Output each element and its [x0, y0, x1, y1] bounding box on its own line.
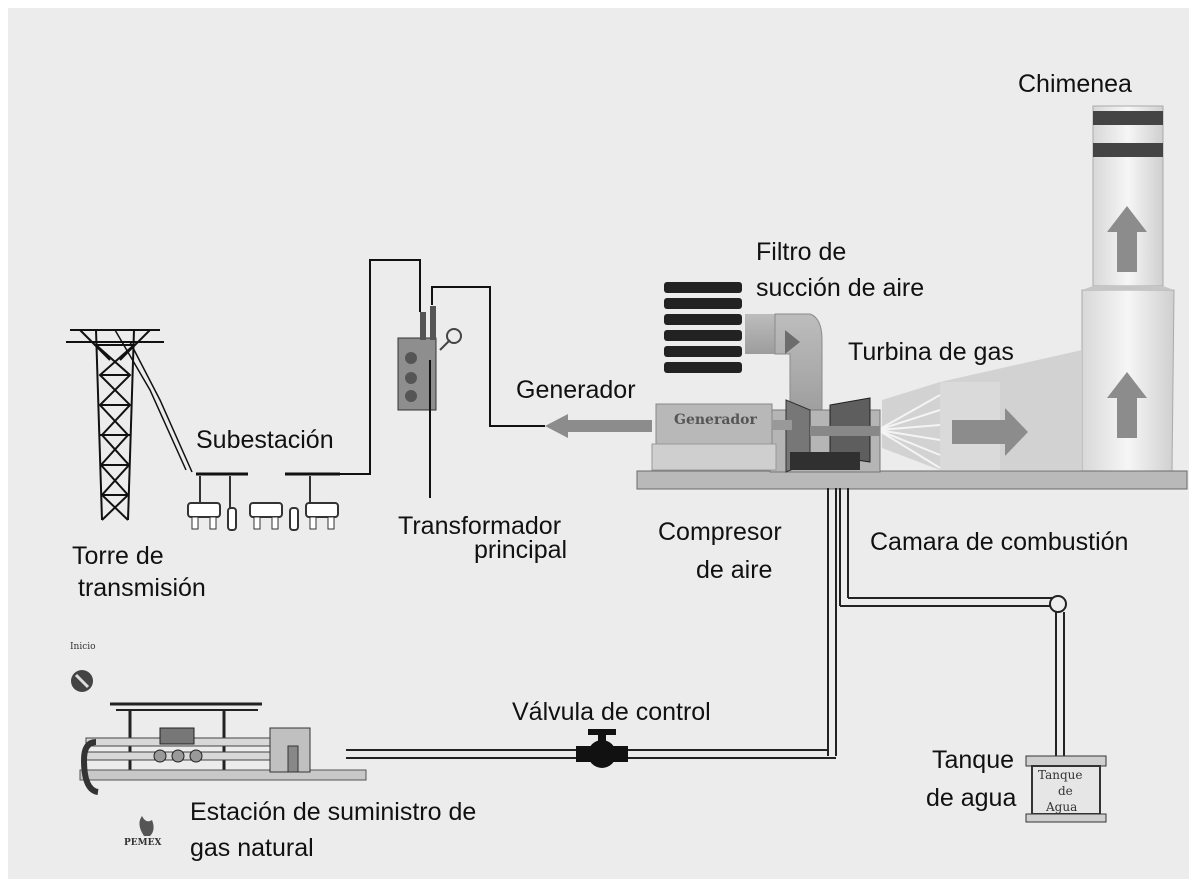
label-compresor-line1: Compresor	[658, 518, 782, 546]
label-torre-line1: Torre de	[72, 542, 164, 570]
label-estacion-line1: Estación de suministro de	[190, 798, 477, 826]
exhaust-arrow-up-icon	[1107, 372, 1147, 438]
water-pipes	[827, 488, 1065, 760]
pemex-logo	[139, 816, 154, 836]
generator-unit	[651, 403, 792, 471]
label-tanque-line1: Tanque	[932, 746, 1015, 774]
label-turbina: Turbina de gas	[848, 338, 1014, 366]
label-chimenea: Chimenea	[1018, 70, 1132, 98]
power-arrow-icon	[545, 414, 652, 438]
label-filtro-line2: succión de aire	[756, 274, 925, 302]
plant-platform	[636, 470, 1188, 490]
generator-box-label: Generador	[674, 412, 757, 428]
label-valvula: Válvula de control	[512, 698, 711, 726]
tank-text-line1: Tanque	[1038, 768, 1083, 782]
transmission-tower	[66, 329, 193, 521]
label-filtro-line1: Filtro de	[756, 238, 847, 266]
pipe-elbow	[1049, 595, 1067, 613]
water-tank	[1025, 755, 1107, 823]
exhaust-diffuser	[877, 350, 1082, 470]
label-torre-line2: transmisión	[78, 574, 206, 602]
air-arrow-icon	[785, 330, 800, 354]
gas-turbine	[769, 397, 881, 473]
inicio-label: Inicio	[70, 642, 96, 652]
chimney-stack	[1081, 105, 1175, 473]
substation	[187, 472, 340, 531]
label-estacion-line2: gas natural	[190, 834, 314, 862]
exhaust-arrow-up-icon	[1107, 206, 1147, 272]
label-transformador-line1: Transformador	[398, 512, 562, 540]
label-compresor-line2: de aire	[696, 556, 773, 584]
control-valve	[576, 729, 628, 768]
air-intake-filter	[664, 282, 823, 421]
gas-supply-station	[79, 702, 367, 795]
tank-text-line3: Agua	[1046, 800, 1078, 814]
label-generador: Generador	[516, 376, 636, 404]
label-subestacion: Subestación	[196, 426, 334, 454]
tank-text-line2: de	[1058, 784, 1073, 798]
label-camara: Camara de combustión	[870, 528, 1129, 556]
combustion-chamber	[790, 452, 860, 470]
label-tanque-line2: de agua	[926, 784, 1017, 812]
inicio-icon-slash	[74, 673, 90, 689]
label-transformador-line2: principal	[474, 536, 568, 564]
power-line	[300, 259, 421, 475]
power-line	[431, 286, 545, 427]
pemex-label: PEMEX	[124, 838, 162, 848]
exhaust-arrow-right-icon	[952, 408, 1028, 456]
